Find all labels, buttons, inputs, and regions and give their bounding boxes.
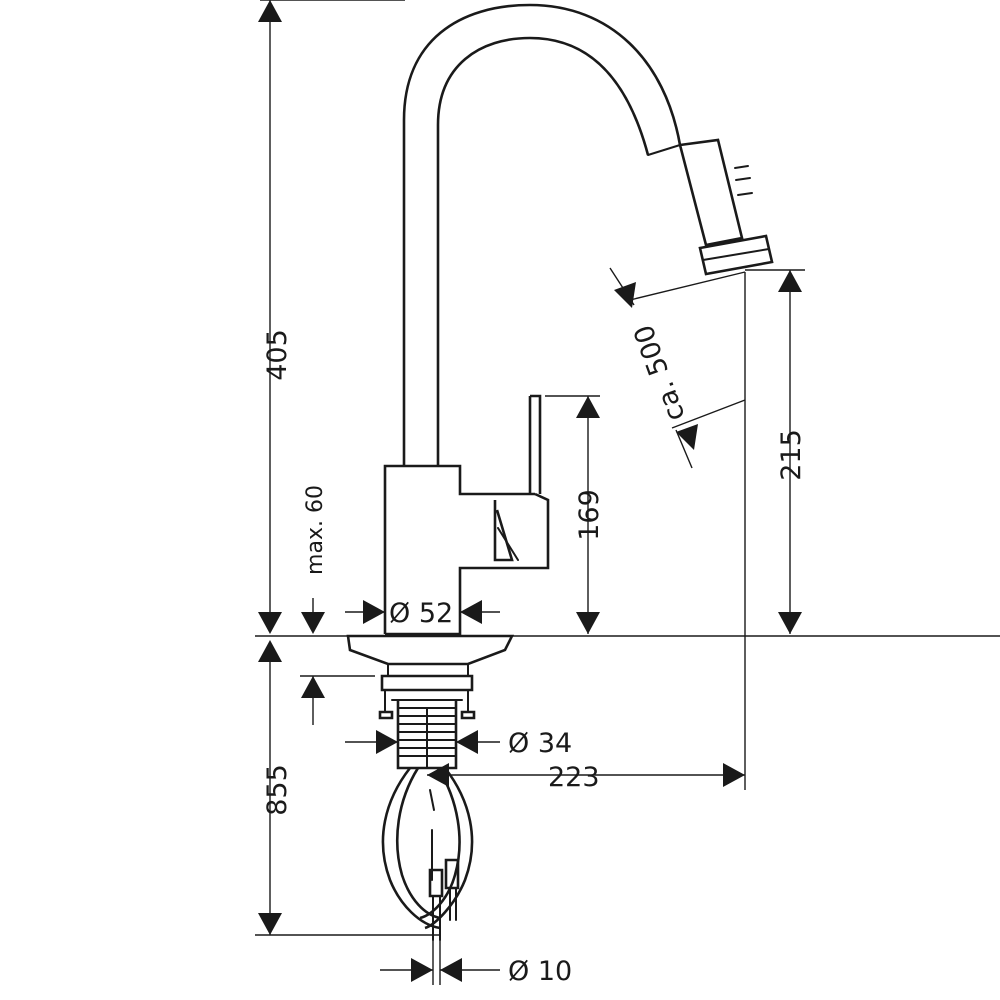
label-counter-to-bottom: 855	[262, 764, 293, 816]
label-spout-reach: 223	[548, 762, 600, 793]
label-hose-diameter: Ø 10	[508, 956, 572, 987]
dimension-labels: 405 855 max. 60 Ø 52 169 215 ca. 500 Ø 3…	[262, 321, 807, 987]
label-handle-height: 169	[574, 489, 605, 541]
dimension-lines	[255, 0, 1000, 985]
label-base-diameter: Ø 52	[389, 598, 453, 629]
label-max-counter: max. 60	[303, 485, 328, 575]
label-shank-diameter: Ø 34	[508, 728, 572, 759]
label-spout-height: 215	[776, 429, 807, 481]
label-total-height: 405	[262, 329, 293, 381]
faucet-outline	[346, 3, 774, 941]
label-pullout-length: ca. 500	[628, 321, 691, 426]
